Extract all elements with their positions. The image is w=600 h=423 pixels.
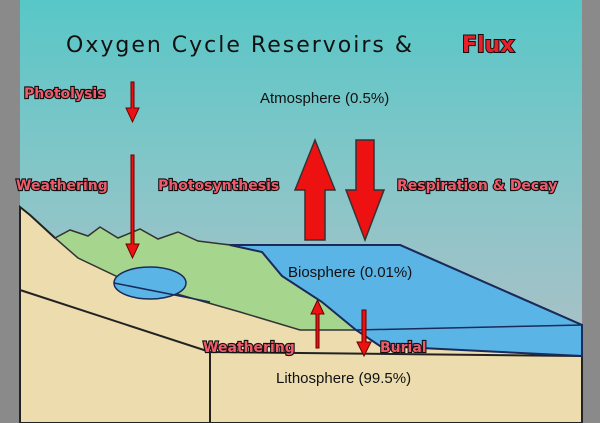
atmosphere-label: Atmosphere (0.5%) (260, 90, 389, 107)
weathering-arrow-bottom (310, 298, 325, 349)
title-accent: Flux (462, 33, 514, 58)
lake-line (113, 282, 211, 303)
weathering-arrow-top (125, 154, 140, 260)
ocean-edge (355, 324, 583, 331)
weathering-label-bottom: Weathering (203, 340, 295, 356)
photosynthesis-arrow (293, 137, 337, 241)
biosphere-label: Biosphere (0.01%) (288, 264, 412, 281)
burial-label: Burial (380, 340, 427, 356)
photosynthesis-label: Photosynthesis (158, 178, 279, 194)
burial-arrow (356, 309, 372, 358)
respiration-label: Respiration & Decay (397, 178, 557, 194)
lithosphere-label: Lithosphere (99.5%) (276, 370, 411, 387)
weathering-label-top: Weathering (16, 178, 108, 194)
respiration-arrow (344, 139, 386, 243)
photolysis-arrow (125, 81, 140, 124)
lake (113, 266, 187, 300)
ocean (229, 244, 583, 358)
title: Oxygen Cycle Reservoirs & (66, 33, 414, 58)
photolysis-label: Photolysis (24, 86, 106, 102)
